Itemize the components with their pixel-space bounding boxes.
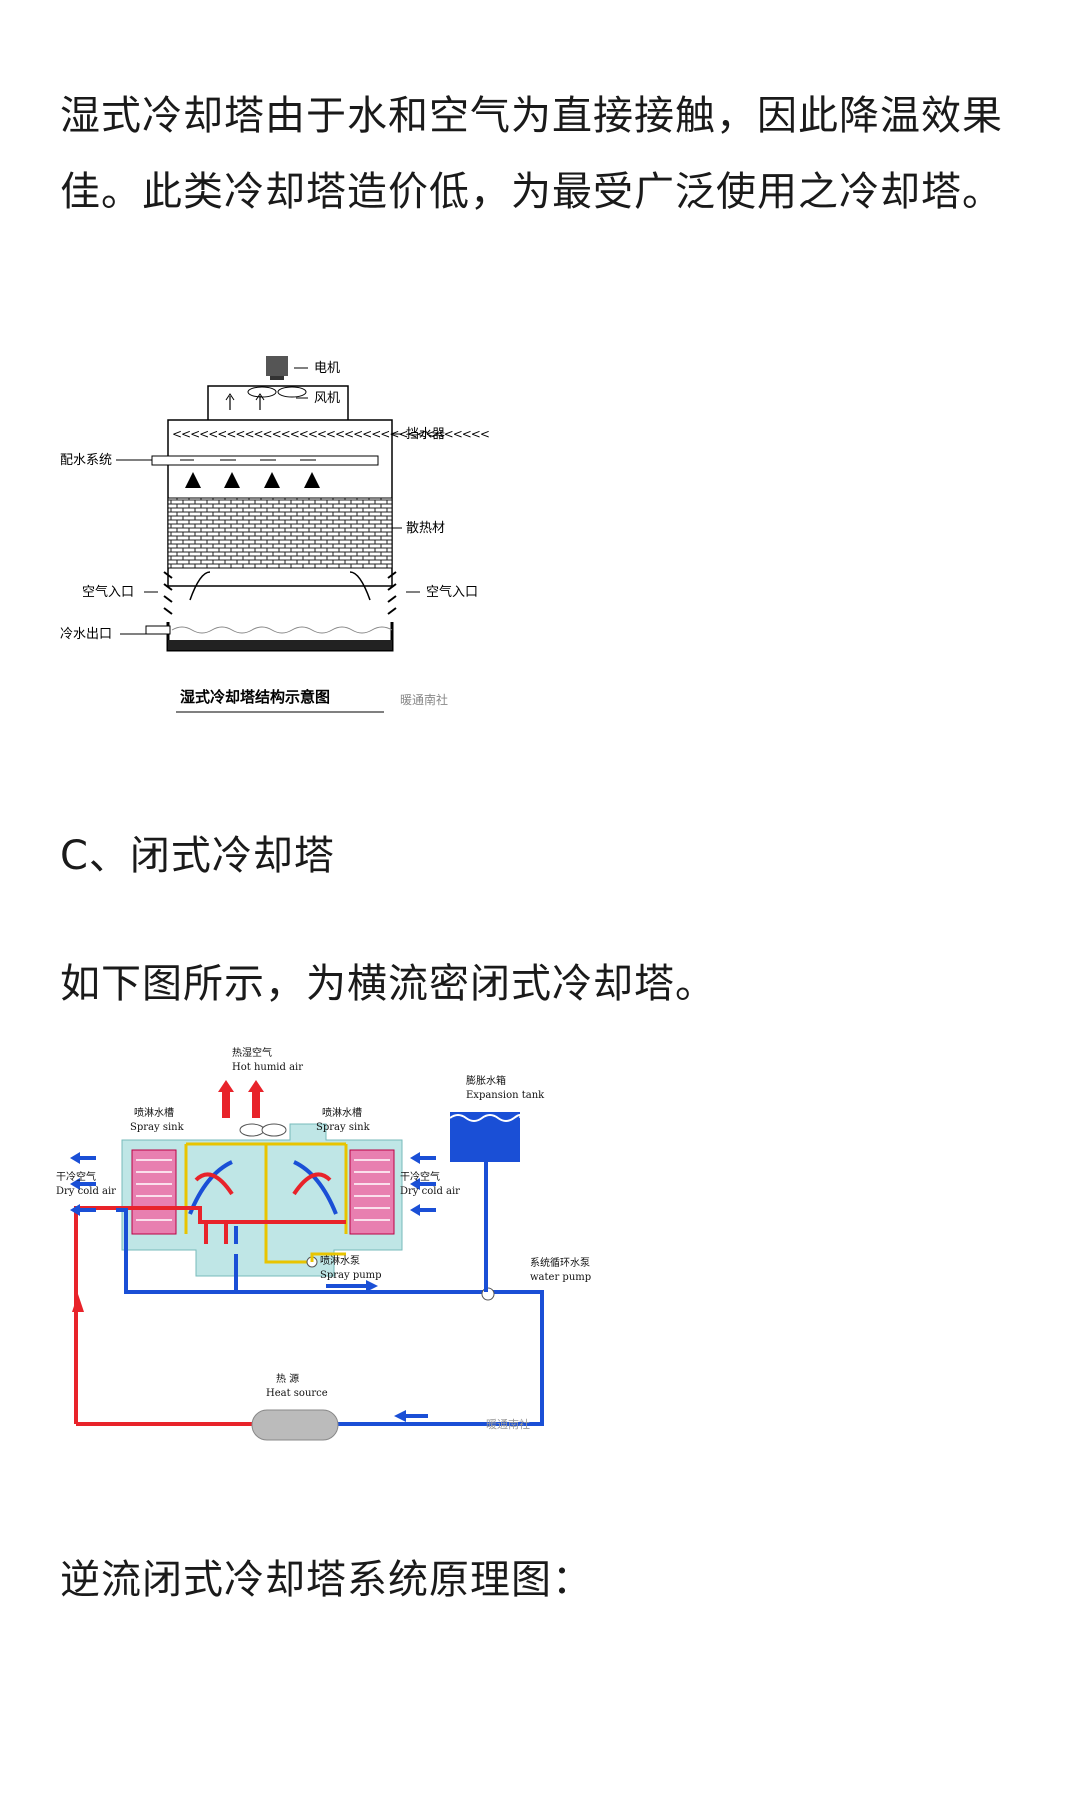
label-air-inlet-right: 空气入口 xyxy=(426,584,478,600)
label-expansion-tank-cn: 膨胀水箱 xyxy=(466,1074,506,1087)
label-hot-humid-air-en: Hot humid air xyxy=(232,1062,303,1073)
label-spray-sink-right-cn: 喷淋水槽 xyxy=(322,1106,362,1119)
label-dry-cold-air-left-cn: 干冷空气 xyxy=(56,1170,96,1183)
label-fill: 散热材 xyxy=(406,521,445,536)
label-spray-sink-left-en: Spray sink xyxy=(130,1122,185,1133)
label-spray-pump-cn: 喷淋水泵 xyxy=(320,1254,360,1267)
label-dry-cold-air-right-cn: 干冷空气 xyxy=(400,1170,440,1183)
label-hot-humid-air-cn: 热湿空气 xyxy=(232,1046,272,1059)
figure2-watermark: 暖通南社 xyxy=(486,1417,530,1431)
label-fan: 风机 xyxy=(314,391,340,406)
label-cold-water-outlet: 冷水出口 xyxy=(60,627,112,642)
figure1-watermark: 暖通南社 xyxy=(400,692,448,707)
section-heading-closed-tower: C、闭式冷却塔 xyxy=(60,833,335,879)
label-air-inlet-left: 空气入口 xyxy=(82,584,134,600)
paragraph-wet-tower: 湿式冷却塔由于水和空气为直接接触，因此降温效果佳。此类冷却塔造价低，为最受广泛使… xyxy=(60,93,1003,215)
label-heat-source-en: Heat source xyxy=(266,1388,328,1399)
fill-left xyxy=(131,1149,177,1235)
motor-icon xyxy=(266,356,288,376)
label-motor: 电机 xyxy=(314,361,340,376)
label-dry-cold-air-left-en: Dry cold air xyxy=(56,1186,116,1197)
crossflow-closed-tower-diagram: 热湿空气 Hot humid air 喷淋水槽 Spray sink 喷淋水槽 … xyxy=(56,1046,591,1441)
label-spray-sink-left-cn: 喷淋水槽 xyxy=(134,1106,174,1119)
figure1-caption: 湿式冷却塔结构示意图 xyxy=(180,688,330,706)
label-water-distribution: 配水系统 xyxy=(60,453,112,468)
label-spray-sink-right-en: Spray sink xyxy=(316,1122,371,1133)
paragraph-counterflow-closed: 逆流闭式冷却塔系统原理图： xyxy=(60,1557,593,1603)
wet-cooling-tower-diagram: <<<<<<<<<<<<<<<<<<<<<<<<<<<<<<<<<<< 电机 风… xyxy=(60,356,490,713)
fan-icon xyxy=(247,386,277,398)
label-heat-source-cn: 热 源 xyxy=(276,1372,299,1385)
label-expansion-tank-en: Expansion tank xyxy=(466,1090,545,1101)
label-water-pump-cn: 系统循环水泵 xyxy=(530,1256,590,1269)
fill-media xyxy=(167,497,393,569)
fill-right xyxy=(349,1149,395,1235)
label-spray-pump-en: Spray pump xyxy=(320,1270,382,1281)
heat-source xyxy=(251,1409,339,1441)
label-drift-eliminator: 挡水器 xyxy=(406,427,445,442)
paragraph-crossflow-closed: 如下图所示，为横流密闭式冷却塔。 xyxy=(60,961,716,1007)
label-water-pump-en: water pump xyxy=(530,1272,591,1283)
svg-text:<<<<<<<<<<<<<<<<<<<<<<<<<<<<<<: <<<<<<<<<<<<<<<<<<<<<<<<<<<<<<<<<<< xyxy=(172,427,489,441)
label-dry-cold-air-right-en: Dry cold air xyxy=(400,1186,460,1197)
